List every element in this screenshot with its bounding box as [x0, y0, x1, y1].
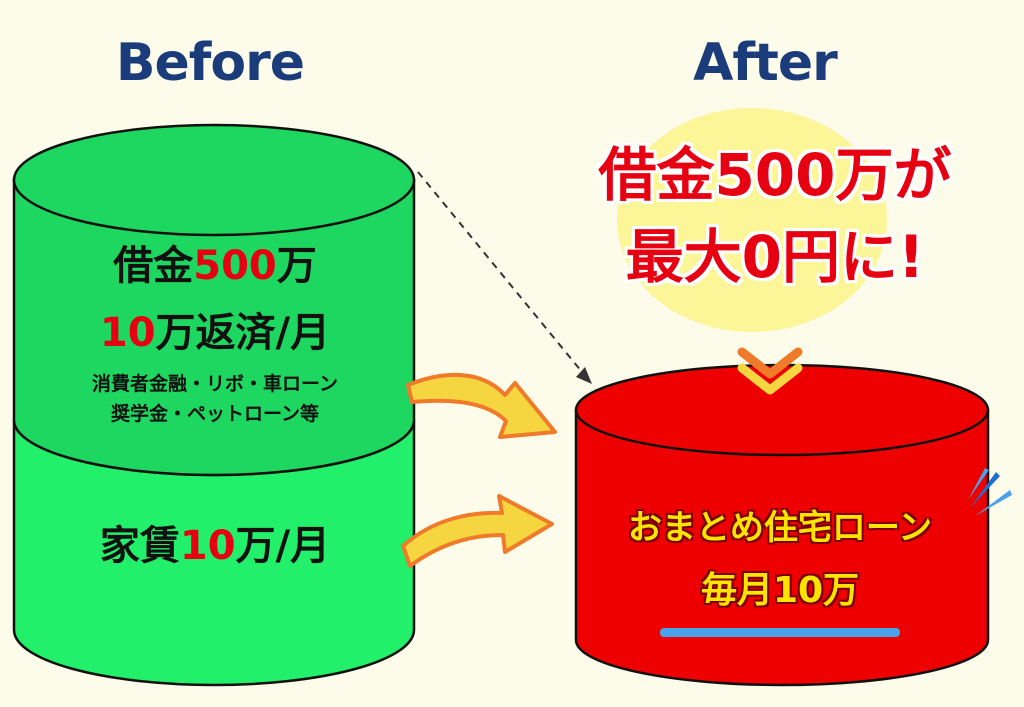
red-cylinder-body: [574, 408, 990, 687]
repay-label: 万返済/月: [155, 310, 331, 356]
curved-arrow-lower: [401, 494, 554, 568]
loan-types-line2: 奨学金・ペットローン等: [110, 403, 320, 425]
dashed-connector-arrow: [417, 171, 592, 384]
cylinder-upper-body: [12, 178, 416, 477]
cylinder-top: [12, 123, 416, 237]
payment-underline: [660, 628, 900, 637]
headline-glow: [617, 108, 887, 332]
before-rent-line: 家賃10万/月: [20, 520, 410, 572]
rent-label: 家賃: [99, 523, 180, 569]
before-heading: Before: [115, 33, 305, 93]
down-chevrons-icon: [737, 347, 803, 395]
debt-unit: 万: [276, 243, 317, 289]
rent-amount: 10: [179, 523, 236, 569]
accent-spark-icon: [968, 468, 1012, 516]
after-cylinder: [574, 363, 990, 687]
debt-label: 借金: [113, 243, 194, 289]
after-heading: After: [693, 33, 838, 93]
debt-amount: 500: [193, 243, 277, 289]
after-headline-line1: 借金500万が: [598, 141, 952, 209]
loan-types-line1: 消費者金融・リボ・車ローン: [91, 373, 339, 395]
rent-unit: 万/月: [235, 523, 331, 569]
after-monthly-payment: 毎月10万: [700, 570, 860, 611]
after-headline-line2: 最大0円に!: [625, 223, 925, 291]
before-debt-line: 借金500万: [20, 240, 410, 292]
repay-amount: 10: [99, 310, 156, 356]
after-loan-name: おまとめ住宅ローン: [627, 508, 933, 548]
before-repay-line: 10万返済/月: [20, 307, 410, 359]
before-cylinder: [12, 123, 416, 687]
curved-arrow-upper: [406, 372, 557, 439]
